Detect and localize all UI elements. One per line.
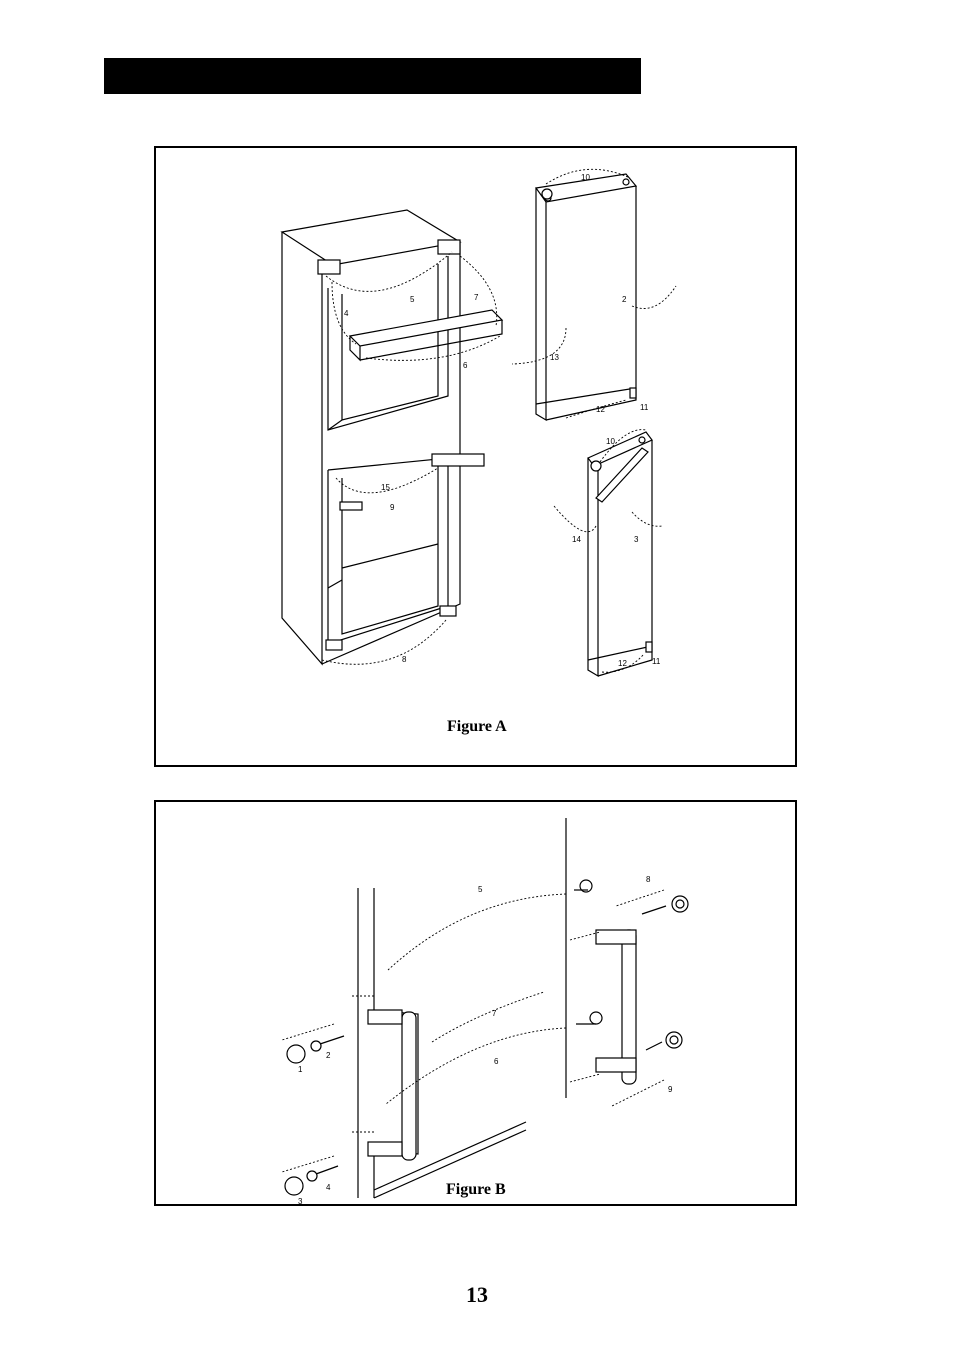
figure-a-label: 6 — [463, 361, 468, 370]
figure-a-diagram: 10 5 7 2 4 13 6 12 11 10 15 9 14 3 8 12 … — [156, 148, 795, 765]
figure-a-label: 14 — [572, 535, 581, 544]
page-number: 13 — [0, 1282, 954, 1308]
figure-b-label: 8 — [646, 875, 651, 884]
figure-b-label: 5 — [478, 885, 483, 894]
figure-b-label: 6 — [494, 1057, 499, 1066]
figure-a-label: 5 — [410, 295, 415, 304]
figure-b-box: 5 8 7 2 1 6 9 4 3 Figure B — [154, 800, 797, 1206]
figure-a-caption: Figure A — [447, 718, 507, 736]
figure-b-label: 4 — [326, 1183, 331, 1192]
figure-a-label: 15 — [381, 483, 390, 492]
figure-a-label: 8 — [402, 655, 407, 664]
figure-a-label: 4 — [344, 309, 349, 318]
header-bar — [104, 58, 641, 94]
figure-a-label: 12 — [596, 405, 605, 414]
figure-a-label: 13 — [550, 353, 559, 362]
figure-b-label: 1 — [298, 1065, 303, 1074]
figure-a-label: 9 — [390, 503, 395, 512]
figure-b-diagram: 5 8 7 2 1 6 9 4 3 — [156, 802, 795, 1204]
figure-a-label: 11 — [652, 657, 661, 666]
figure-b-label: 3 — [298, 1197, 303, 1204]
figure-a-label: 11 — [640, 403, 649, 412]
figure-a-box: 10 5 7 2 4 13 6 12 11 10 15 9 14 3 8 12 … — [154, 146, 797, 767]
figure-a-label: 7 — [474, 293, 479, 302]
figure-a-label: 2 — [622, 295, 627, 304]
figure-b-label: 2 — [326, 1051, 331, 1060]
figure-b-label: 9 — [668, 1085, 673, 1094]
figure-b-label: 7 — [492, 1009, 497, 1018]
figure-a-label: 10 — [581, 173, 590, 182]
figure-a-label: 10 — [606, 437, 615, 446]
figure-a-label: 12 — [618, 659, 627, 668]
figure-a-label: 3 — [634, 535, 639, 544]
figure-b-caption: Figure B — [446, 1181, 506, 1199]
